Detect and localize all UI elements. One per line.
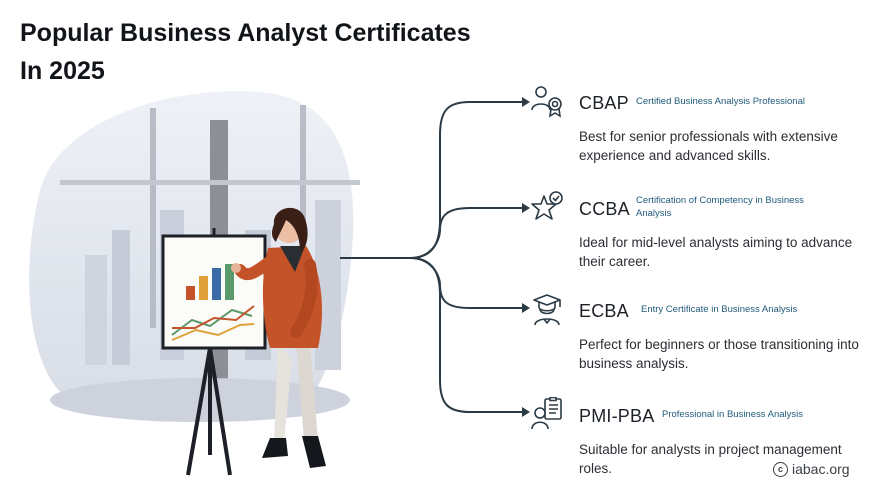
graduate-icon bbox=[533, 294, 561, 326]
presenter-illustration bbox=[29, 91, 360, 476]
professional-badge-icon bbox=[531, 86, 562, 118]
brand-name: iabac.org bbox=[792, 461, 850, 477]
connector-lines bbox=[340, 97, 530, 417]
brand-logo: c iabac.org bbox=[773, 461, 850, 477]
title-line-1: Popular Business Analyst Certificates bbox=[20, 19, 471, 47]
cert-description: Best for senior professionals with exten… bbox=[579, 129, 838, 163]
cert-full-name: Professional in Business Analysis bbox=[662, 409, 803, 420]
cert-full-name: Entry Certificate in Business Analysis bbox=[641, 304, 798, 315]
cert-description: Ideal for mid-level analysts aiming to a… bbox=[579, 235, 853, 269]
cert-abbr: CCBA bbox=[579, 199, 630, 219]
title-line-2: In 2025 bbox=[20, 57, 105, 85]
cert-description: Perfect for beginners or those transitio… bbox=[579, 337, 859, 371]
page-title: Popular Business Analyst Certificates In… bbox=[20, 14, 520, 90]
cert-full-name: Certification of Competency in Business … bbox=[636, 195, 804, 219]
copyright-icon: c bbox=[773, 461, 788, 477]
star-check-icon bbox=[531, 191, 563, 220]
cert-description: Suitable for analysts in project managem… bbox=[579, 442, 842, 476]
cert-abbr: CBAP bbox=[579, 93, 629, 113]
cert-abbr: ECBA bbox=[579, 301, 629, 321]
cert-abbr: PMI-PBA bbox=[579, 406, 655, 426]
cert-full-name: Certified Business Analysis Professional bbox=[636, 96, 805, 107]
clipboard-person-icon bbox=[531, 397, 562, 430]
